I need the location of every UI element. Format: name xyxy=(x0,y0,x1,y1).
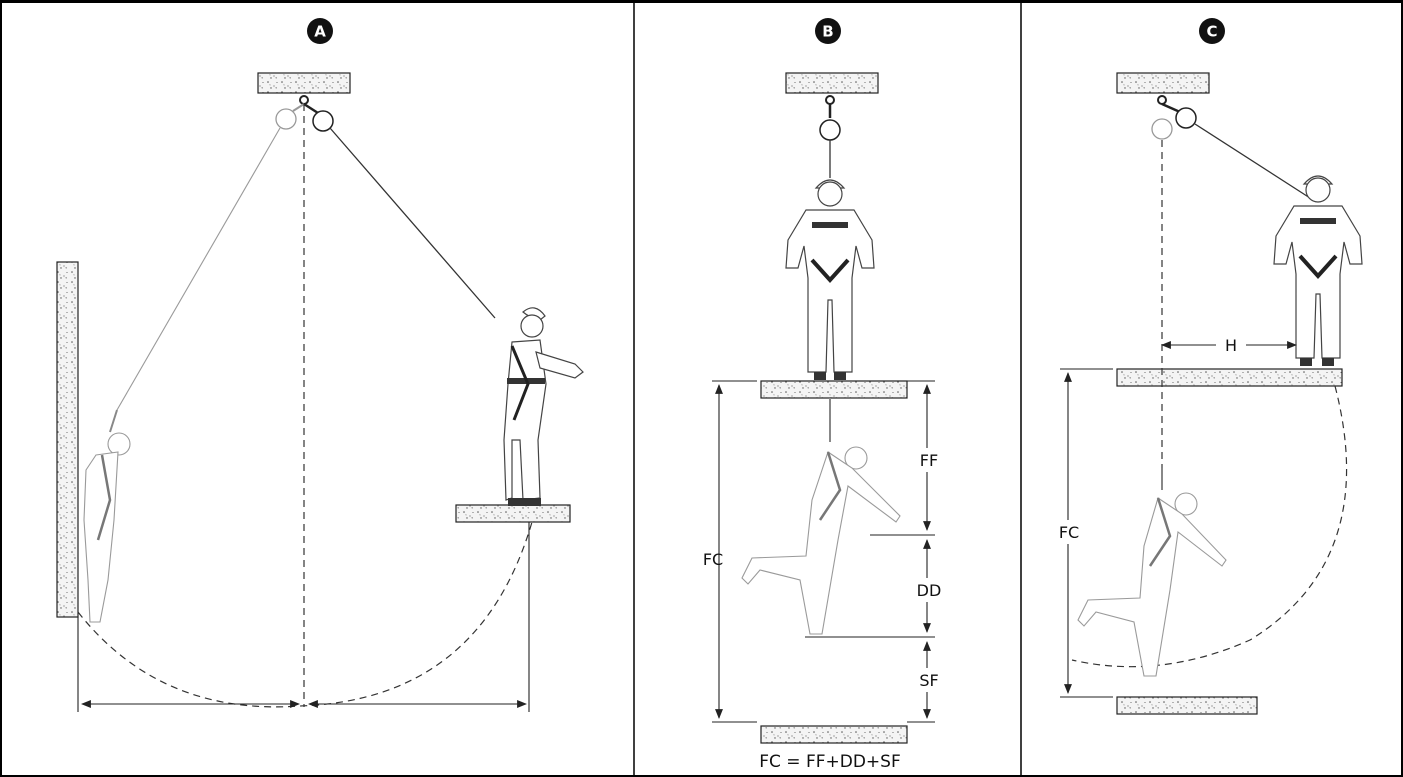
worker-standing-b xyxy=(785,179,875,380)
lifeline-c xyxy=(1194,123,1311,199)
platform-c xyxy=(1116,368,1343,387)
srl-device-c xyxy=(1175,107,1197,129)
badge-b-label: B xyxy=(822,23,833,41)
srl-device-a-swung xyxy=(275,108,297,130)
ff-label: FF xyxy=(920,451,938,470)
anchor-ring-c xyxy=(1157,95,1167,105)
lifeline-a-swung xyxy=(116,127,281,411)
srl-device-c-swung xyxy=(1151,118,1173,140)
badge-a: A xyxy=(307,18,333,44)
ledge-a xyxy=(455,504,571,523)
badge-b: B xyxy=(815,18,841,44)
worker-fallen-a xyxy=(83,409,131,623)
swing-arc-c xyxy=(1071,385,1348,668)
badge-a-label: A xyxy=(314,23,326,41)
dd-label: DD xyxy=(917,581,942,600)
anchor-ring-a xyxy=(299,95,309,105)
fc-formula: FC = FF+DD+SF xyxy=(759,752,901,772)
srl-device-b xyxy=(819,119,841,141)
worker-standing-a xyxy=(503,307,584,506)
worker-standing-c xyxy=(1273,175,1363,366)
lifeline-a xyxy=(329,127,496,319)
badge-c-label: C xyxy=(1206,23,1217,41)
platform-b xyxy=(760,380,908,399)
ground-c xyxy=(1116,696,1258,715)
h-label: H xyxy=(1225,336,1237,355)
panel-c: C H xyxy=(1055,18,1363,715)
panel-b: B FC xyxy=(703,18,948,772)
anchor-slab-a xyxy=(257,72,351,94)
swing-arc-a xyxy=(77,521,533,708)
panel-a: A xyxy=(56,18,584,712)
anchor-ring-b xyxy=(825,95,835,105)
badge-c: C xyxy=(1199,18,1225,44)
anchor-slab-b xyxy=(785,72,879,94)
worker-falling-b xyxy=(741,398,901,635)
ground-b xyxy=(760,725,908,744)
worker-falling-c xyxy=(1077,468,1227,677)
fc-label-c: FC xyxy=(1059,523,1079,542)
wall-a xyxy=(56,261,79,618)
sf-label: SF xyxy=(919,671,938,690)
srl-device-a xyxy=(312,110,334,132)
anchor-slab-c xyxy=(1116,72,1210,94)
fc-label-b: FC xyxy=(703,550,723,569)
